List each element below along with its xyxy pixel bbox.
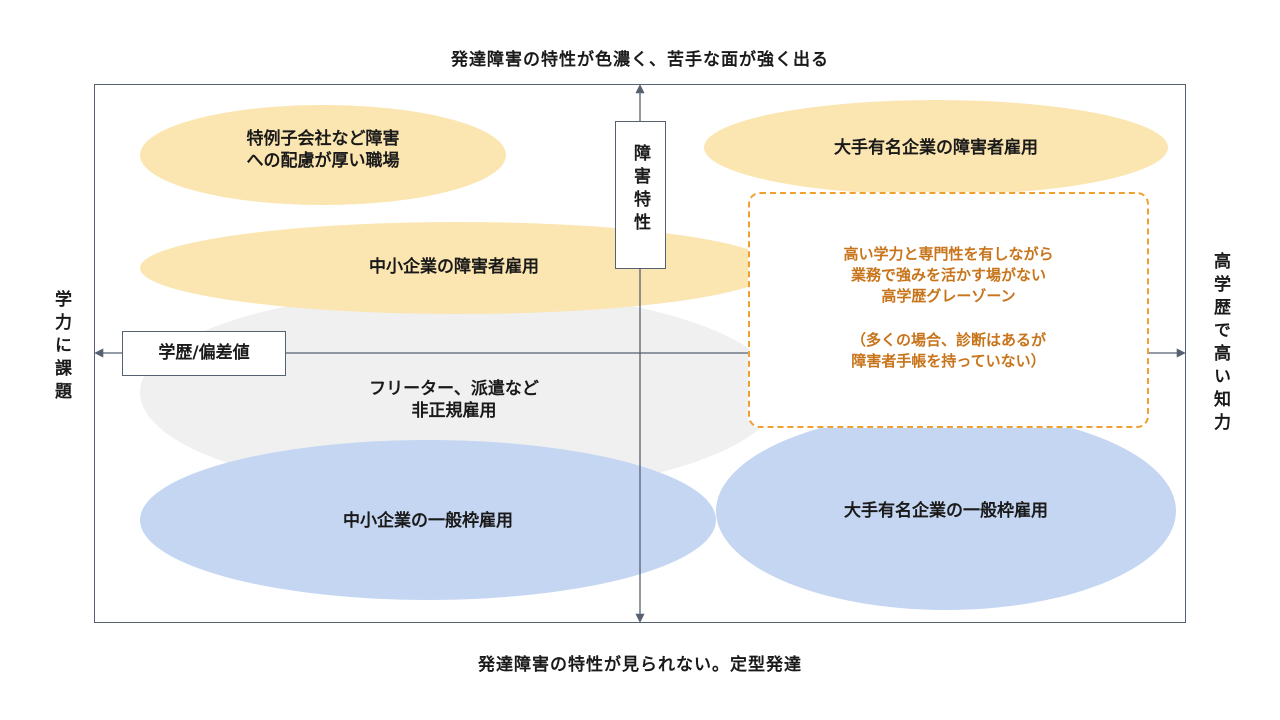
top-axis-label: 発達障害の特性が色濃く、苦手な面が強く出る (451, 50, 829, 70)
region-freeter-label: フリーター、派遣など 非正規雇用 (369, 379, 539, 421)
region-sme-disability-label: 中小企業の障害者雇用 (369, 257, 539, 277)
vertical-axis-label-box: 障害特性 (615, 121, 666, 269)
region-large-general-ellipse (716, 412, 1176, 610)
horizontal-axis-label: 学歴/偏差値 (158, 343, 250, 363)
region-special-subsidiary-ellipse (140, 105, 506, 205)
gray-zone-main-text: 高い学力と専門性を有しながら 業務で強みを活かす場がない 高学歴グレーゾーン (843, 245, 1054, 305)
region-sme-general-ellipse (140, 440, 716, 600)
region-large-general-label: 大手有名企業の一般枠雇用 (844, 501, 1048, 521)
left-axis-label: 学力に課題 (51, 290, 71, 405)
region-large-disability-label: 大手有名企業の障害者雇用 (834, 138, 1038, 158)
right-axis-label: 高学歴で高い知力 (1210, 252, 1230, 436)
bottom-axis-label: 発達障害の特性が見られない。定型発達 (478, 655, 802, 675)
region-sme-disability-ellipse (140, 222, 776, 314)
horizontal-axis-label-box: 学歴/偏差値 (122, 331, 286, 376)
region-large-disability-ellipse (704, 100, 1168, 195)
vertical-axis-label: 障害特性 (630, 144, 650, 236)
gray-zone-note-text: （多くの場合、診断はあるが 障害者手帳を持っていない） (850, 331, 1046, 370)
region-sme-general-label: 中小企業の一般枠雇用 (343, 511, 513, 531)
gray-zone-box (748, 192, 1149, 428)
region-special-subsidiary-label: 特例子会社など障害 への配慮が厚い職場 (246, 129, 400, 171)
